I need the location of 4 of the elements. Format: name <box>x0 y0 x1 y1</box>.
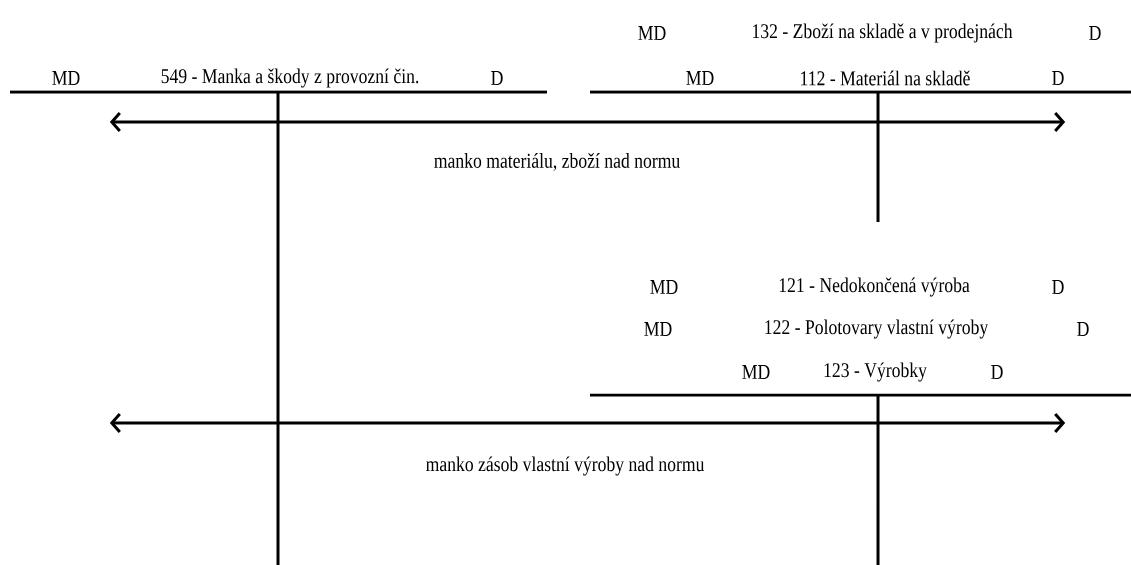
edge-label: manko zásob vlastní výroby nad normu <box>423 454 707 478</box>
double-arrow <box>109 112 1066 132</box>
edge-label: manko materiálu, zboží nad normu <box>431 151 683 173</box>
double-arrow <box>109 413 1066 433</box>
